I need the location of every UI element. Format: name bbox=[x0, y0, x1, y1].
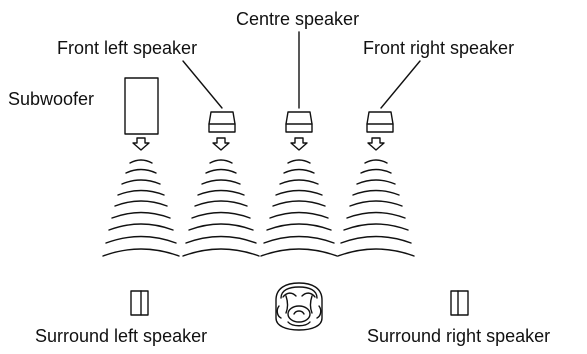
surround-right-speaker-icon bbox=[451, 291, 468, 315]
front-right-leader-line bbox=[381, 61, 420, 108]
front-left-speaker-label: Front left speaker bbox=[57, 38, 198, 58]
sound-wave-icon bbox=[183, 160, 259, 256]
sound-wave-icon bbox=[338, 160, 414, 256]
surround-right-speaker-label: Surround right speaker bbox=[367, 326, 551, 346]
surround-left-speaker-icon bbox=[131, 291, 148, 315]
sound-wave-icon bbox=[103, 160, 179, 256]
front-right-speaker-icon bbox=[367, 112, 393, 132]
centre-speaker-label: Centre speaker bbox=[236, 9, 360, 29]
surround-left-speaker-label: Surround left speaker bbox=[35, 326, 208, 346]
subwoofer-icon bbox=[125, 78, 158, 134]
front-right-speaker-label: Front right speaker bbox=[363, 38, 515, 58]
front-left-leader-line bbox=[183, 61, 222, 108]
centre-speaker-icon bbox=[286, 112, 312, 132]
listener-head-icon bbox=[276, 283, 322, 330]
down-arrow-icon bbox=[133, 138, 384, 150]
sound-wave-icon bbox=[261, 160, 337, 256]
front-left-speaker-icon bbox=[209, 112, 235, 132]
subwoofer-label: Subwoofer bbox=[8, 89, 95, 109]
